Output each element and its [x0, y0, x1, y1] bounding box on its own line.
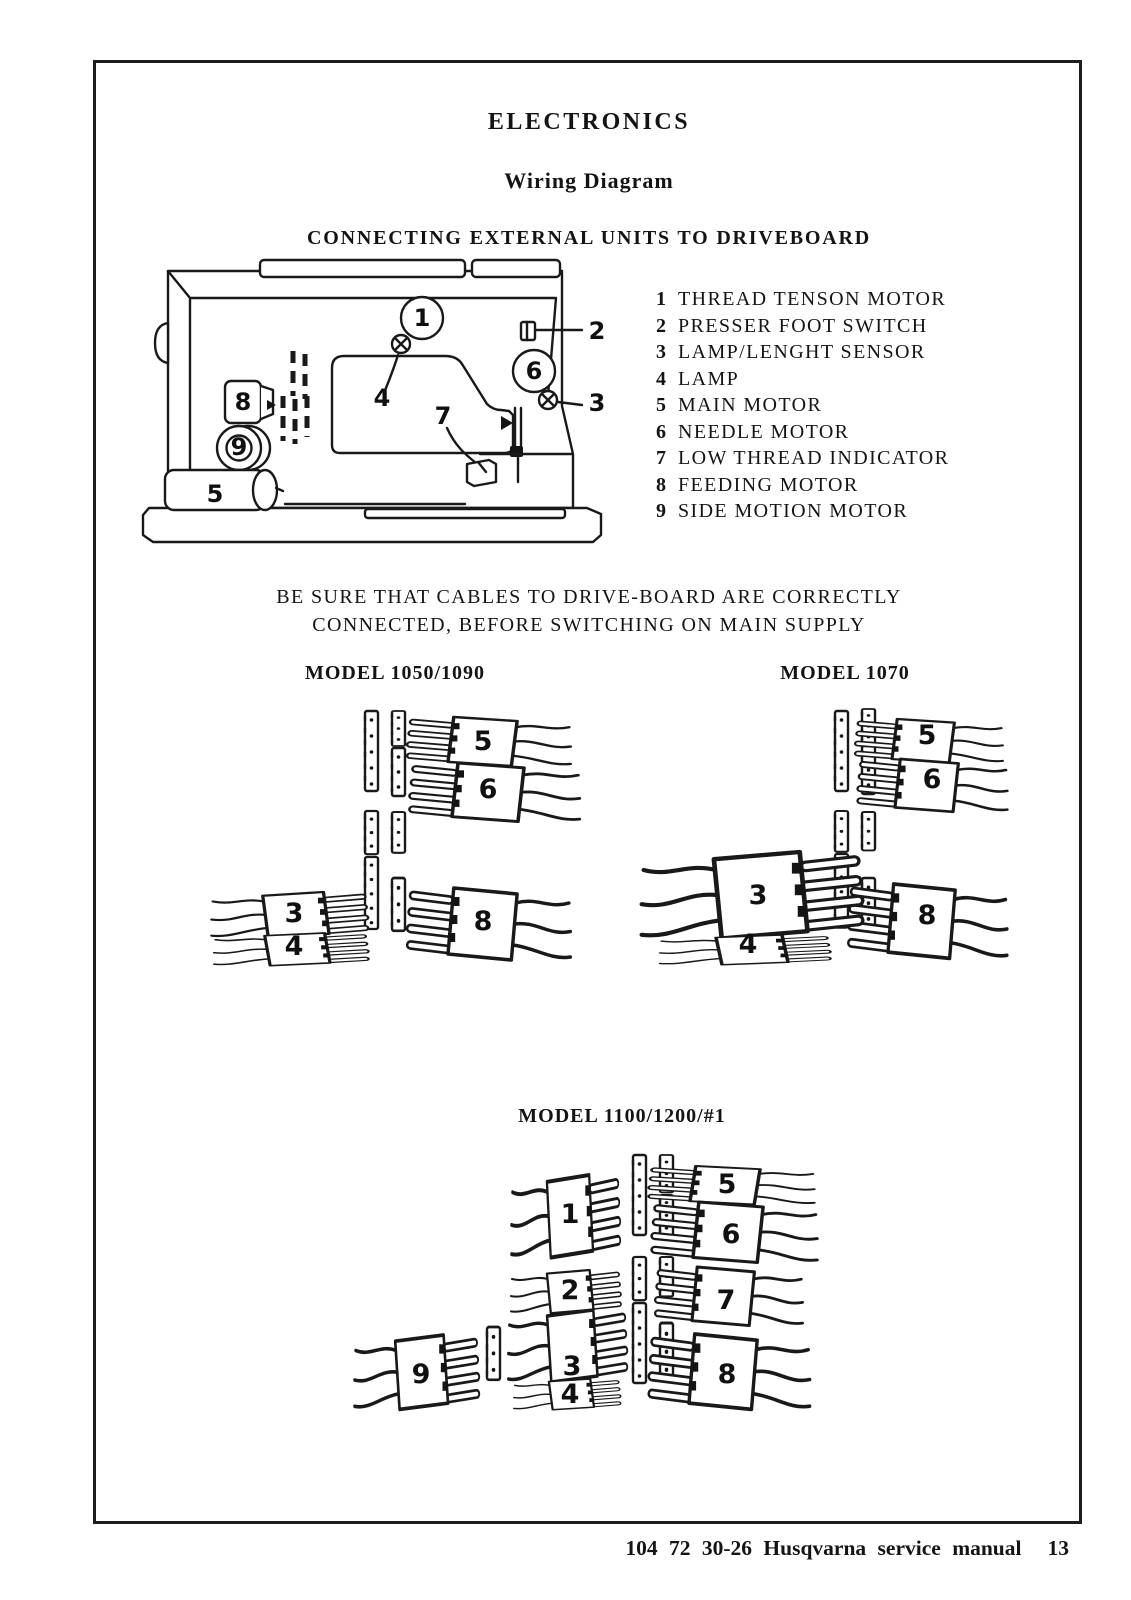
model-1100-diagram: 1 2 3 4 9 5 6 7 8 [350, 1153, 810, 1425]
page-frame [93, 60, 1082, 1524]
legend-num: 9 [656, 500, 666, 522]
plug-label-6: 6 [479, 774, 498, 805]
plug-label-6: 6 [923, 764, 942, 795]
plug-label-5: 5 [718, 1169, 737, 1200]
plug-label-9: 9 [412, 1359, 431, 1390]
sensor-lamp-icon [537, 389, 559, 411]
legend-item: 1 THREAD TENSON MOTOR [656, 286, 949, 313]
pin-strip [658, 1193, 675, 1238]
legend-label: PRESSER FOOT SWITCH [678, 314, 928, 337]
pin-strip [631, 1153, 648, 1237]
switch-icon [519, 320, 537, 342]
warning-line-2: CONNECTED, BEFORE SWITCHING ON MAIN SUPP… [312, 614, 866, 636]
model-1070-diagram: 5 6 8 3 4 [680, 707, 1010, 970]
legend-label: NEEDLE MOTOR [678, 420, 850, 443]
plug-label-7: 7 [717, 1285, 736, 1316]
plug-label-5: 5 [474, 726, 493, 757]
pin-strip [363, 809, 380, 856]
callout-5: 5 [207, 480, 224, 508]
legend-num: 1 [656, 288, 666, 310]
legend-label: SIDE MOTION MOTOR [678, 500, 909, 522]
legend-num: 8 [656, 473, 666, 496]
belt-dashes [280, 351, 310, 444]
legend-item: 9 SIDE MOTION MOTOR [656, 498, 949, 525]
pin-strip [860, 810, 877, 852]
legend-item: 6 NEEDLE MOTOR [656, 419, 949, 446]
callout-9: 9 [231, 433, 248, 461]
callout-1: 1 [414, 304, 431, 332]
legend-num: 6 [656, 420, 666, 443]
callout-8: 8 [235, 388, 252, 416]
legend-item: 5 MAIN MOTOR [656, 392, 949, 419]
side-motion-motor-icon [215, 424, 272, 472]
feeding-motor-icon [223, 379, 276, 425]
legend-label: FEEDING MOTOR [678, 473, 859, 496]
callout-4: 4 [374, 384, 391, 412]
legend-label: THREAD TENSON MOTOR [678, 288, 947, 310]
callout-6: 6 [526, 357, 543, 385]
figure-legend: 1 THREAD TENSON MOTOR 2 PRESSER FOOT SWITC… [656, 286, 949, 525]
legend-item: 2 PRESSER FOOT SWITCH [656, 313, 949, 340]
page-subtitle: Wiring Diagram [504, 168, 674, 193]
legend-num: 4 [656, 367, 666, 390]
warning-line-1: BE SURE THAT CABLES TO DRIVE-BOARD ARE C… [276, 586, 902, 608]
pin-strip [833, 809, 850, 853]
plug-label-8: 8 [474, 906, 493, 937]
plug-label-4: 4 [739, 929, 758, 960]
callout-3: 3 [589, 389, 606, 417]
page-number: 13 [1047, 1536, 1070, 1560]
plug-label-1: 1 [561, 1199, 580, 1230]
legend-item: 7 LOW THREAD INDICATOR [656, 445, 949, 472]
callout-7: 7 [435, 402, 452, 430]
legend-label: MAIN MOTOR [678, 394, 823, 416]
figure-callouts: 1 4 2 6 3 7 [163, 295, 606, 512]
legend-label: LAMP/LENGHT SENSOR [678, 341, 926, 363]
warning-text: BE SURE THAT CABLES TO DRIVE-BOARD ARE C… [93, 583, 1085, 639]
plug-label-6: 6 [722, 1219, 741, 1250]
plug-label-8: 8 [718, 1359, 737, 1390]
plug-label-3: 3 [749, 880, 768, 911]
main-motor-icon [163, 468, 285, 512]
plug-label-2: 2 [561, 1275, 580, 1306]
pin-strip [390, 810, 407, 854]
legend-num: 3 [656, 341, 666, 363]
plug-label-5: 5 [918, 720, 937, 751]
sewing-machine-figure: 1 4 2 6 3 7 [141, 258, 606, 544]
section-heading: CONNECTING EXTERNAL UNITS TO DRIVEBOARD [306, 227, 871, 249]
pin-strip [390, 746, 407, 798]
legend-label: LAMP [678, 367, 740, 390]
plug-label-8: 8 [918, 900, 937, 931]
pin-strip [658, 1321, 675, 1383]
callout-2: 2 [589, 317, 606, 345]
legend-label: LOW THREAD INDICATOR [678, 447, 950, 469]
page-title: ELECTRONICS [487, 109, 691, 135]
pin-strip [631, 1301, 648, 1385]
model-1050-diagram: 5 6 8 3 4 [230, 709, 560, 970]
plug-label-3: 3 [285, 898, 304, 929]
footer-text: 104 72 30-26 Husqvarna service manual [625, 1536, 1022, 1560]
model-1070-title: MODEL 1070 [780, 662, 910, 684]
model-1050-title: MODEL 1050/1090 [304, 662, 485, 684]
legend-num: 2 [656, 314, 666, 337]
legend-item: 8 FEEDING MOTOR [656, 472, 949, 499]
callout-circle-6 [511, 348, 557, 394]
legend-num: 5 [656, 394, 666, 416]
pin-strip [363, 709, 380, 793]
legend-item: 3 LAMP/LENGHT SENSOR [656, 339, 949, 366]
legend-item: 4 LAMP [656, 366, 949, 393]
callout-circle-1 [399, 295, 445, 341]
model-1100-title: MODEL 1100/1200/#1 [518, 1105, 726, 1127]
pin-strip [833, 709, 850, 793]
plug-label-3: 3 [563, 1351, 582, 1382]
pin-strip [631, 1255, 648, 1302]
pin-strip [390, 876, 407, 933]
pin-strip [390, 709, 407, 748]
pin-strip [485, 1325, 502, 1382]
indicator-box-icon [465, 458, 498, 488]
legend-num: 7 [656, 447, 666, 469]
plug-label-4: 4 [285, 931, 304, 962]
plug-label-4: 4 [561, 1379, 580, 1410]
page-footer: 104 72 30-26 Husqvarna service manual 13 [93, 1536, 1069, 1561]
lamp-icon [390, 333, 412, 355]
